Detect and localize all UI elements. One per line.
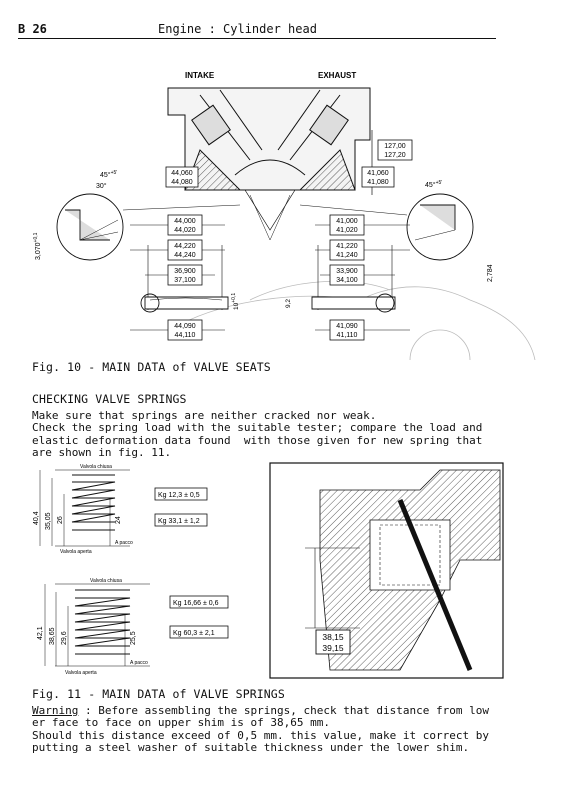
warning-line: Should this distance exceed of 0,5 mm. t…	[32, 728, 489, 742]
spring2-closed-label: Valvola chiusa	[90, 578, 122, 584]
spring2-dim-closed: 38,65	[49, 627, 56, 645]
spring1-dim-total: 40,4	[33, 511, 40, 525]
spring1-dim-pack: 24	[115, 516, 122, 524]
intake-d4-min: 36,900	[174, 268, 196, 275]
intake-d5-min: 44,090	[174, 323, 196, 330]
mid-dim: 10+0,1	[231, 293, 240, 310]
height-max: 127,20	[384, 152, 406, 159]
page-number: B 26	[18, 22, 47, 36]
angle-left: 45°+5'	[100, 170, 117, 179]
spring-1: Valvola chiusa Valvola aperta A pacco 40…	[33, 464, 208, 555]
spring1-load-open: Kg 33,1 ± 1,2	[158, 518, 200, 525]
body-line: Make sure that springs are neither crack…	[32, 409, 377, 422]
warning-line: putting a steel washer of suitable thick…	[32, 741, 470, 755]
cylinder-head-section	[167, 87, 371, 241]
spring2-dim-total: 42,1	[37, 626, 44, 640]
right-dim: 2,784	[487, 264, 494, 282]
head-dim-min: 38,15	[322, 632, 344, 642]
exhaust-d2-min: 41,000	[336, 218, 358, 225]
intake-d2-min: 44,000	[174, 218, 196, 225]
intake-d1-max: 44,080	[171, 179, 193, 186]
fig11-caption: Fig. 11 - MAIN DATA of VALVE SPRINGS	[32, 687, 285, 701]
valve-head-section: 38,15 39,15	[269, 462, 504, 679]
spring2-load-closed: Kg 16,66 ± 0,6	[173, 600, 219, 607]
spring-2: Valvola chiusa Valvola aperta A pacco 42…	[37, 578, 229, 676]
exhaust-label: EXHAUST	[318, 71, 356, 80]
warning-line: er face to face on upper shim is of 38,6…	[32, 716, 331, 730]
page-header: B 26 Engine : Cylinder head	[18, 22, 496, 39]
intake-d3-min: 44,220	[174, 243, 196, 250]
exhaust-d5-min: 41,090	[336, 323, 358, 330]
angle-left-sub: 30°	[96, 182, 107, 190]
spring2-dim-pack: 25,5	[130, 631, 137, 645]
head-dim-max: 39,15	[322, 643, 344, 653]
spring1-dim-open: 26	[57, 516, 64, 524]
warning-text: Warning : Before assembling the springs,…	[32, 704, 502, 755]
detail-circle-left	[56, 193, 241, 261]
body-line: are shown in fig. 11.	[32, 446, 172, 460]
intake-d2-max: 44,020	[174, 227, 196, 234]
valve-seat-rings	[140, 293, 396, 313]
detail-circle-right	[299, 193, 474, 261]
exhaust-d1-max: 41,080	[367, 179, 389, 186]
spring1-closed-label: Valvola chiusa	[80, 464, 112, 470]
exhaust-d1-min: 41,060	[367, 170, 389, 177]
spring2-dim-open: 29,6	[61, 631, 68, 645]
dim-boxes	[167, 214, 365, 341]
intake-d3-max: 44,240	[174, 252, 196, 259]
exhaust-d4-max: 34,100	[336, 277, 358, 284]
mid-dim-2: 9,2	[285, 299, 292, 308]
exhaust-d3-min: 41,220	[336, 243, 358, 250]
exhaust-d4-min: 33,900	[336, 268, 358, 275]
page-title: Engine : Cylinder head	[158, 22, 317, 36]
exhaust-d2-max: 41,020	[336, 227, 358, 234]
left-dim: 3,070+0,1	[33, 232, 42, 260]
exhaust-d3-max: 41,240	[336, 252, 358, 259]
intake-d1-min: 44,060	[171, 170, 193, 177]
fig10-valve-seats-drawing: INTAKE EXHAUST 127,00 127,20 44,060 44,0…	[33, 71, 536, 360]
exhaust-d5-max: 41,110	[337, 332, 358, 339]
spring1-dim-closed: 35,05	[45, 512, 52, 530]
spring2-load-open: Kg 60,3 ± 2,1	[173, 630, 215, 637]
body-line: elastic deformation data found with thos…	[32, 433, 483, 447]
car-watermark	[169, 280, 536, 360]
fig11-springs-drawing: Valvola chiusa Valvola aperta A pacco 40…	[33, 462, 504, 679]
warning-line: Warning : Before assembling the springs,…	[32, 704, 489, 717]
body-line: Check the spring load with the suitable …	[32, 421, 483, 435]
section-title: CHECKING VALVE SPRINGS	[32, 392, 187, 406]
spring1-load-closed: Kg 12,3 ± 0,5	[158, 492, 200, 499]
spring2-pack-label: A pacco	[130, 660, 148, 666]
body-text: Make sure that springs are neither crack…	[32, 409, 502, 460]
spring1-open-label: Valvola aperta	[60, 549, 92, 555]
intake-d4-max: 37,100	[174, 277, 196, 284]
intake-label: INTAKE	[185, 71, 215, 80]
height-min: 127,00	[384, 143, 406, 150]
spring1-pack-label: A pacco	[115, 540, 133, 546]
intake-d5-max: 44,110	[175, 332, 196, 339]
angle-right: 45°+5'	[425, 180, 442, 189]
spring2-open-label: Valvola aperta	[65, 670, 97, 676]
fig10-caption: Fig. 10 - MAIN DATA of VALVE SEATS	[32, 360, 271, 374]
warning-label: Warning	[32, 704, 79, 717]
